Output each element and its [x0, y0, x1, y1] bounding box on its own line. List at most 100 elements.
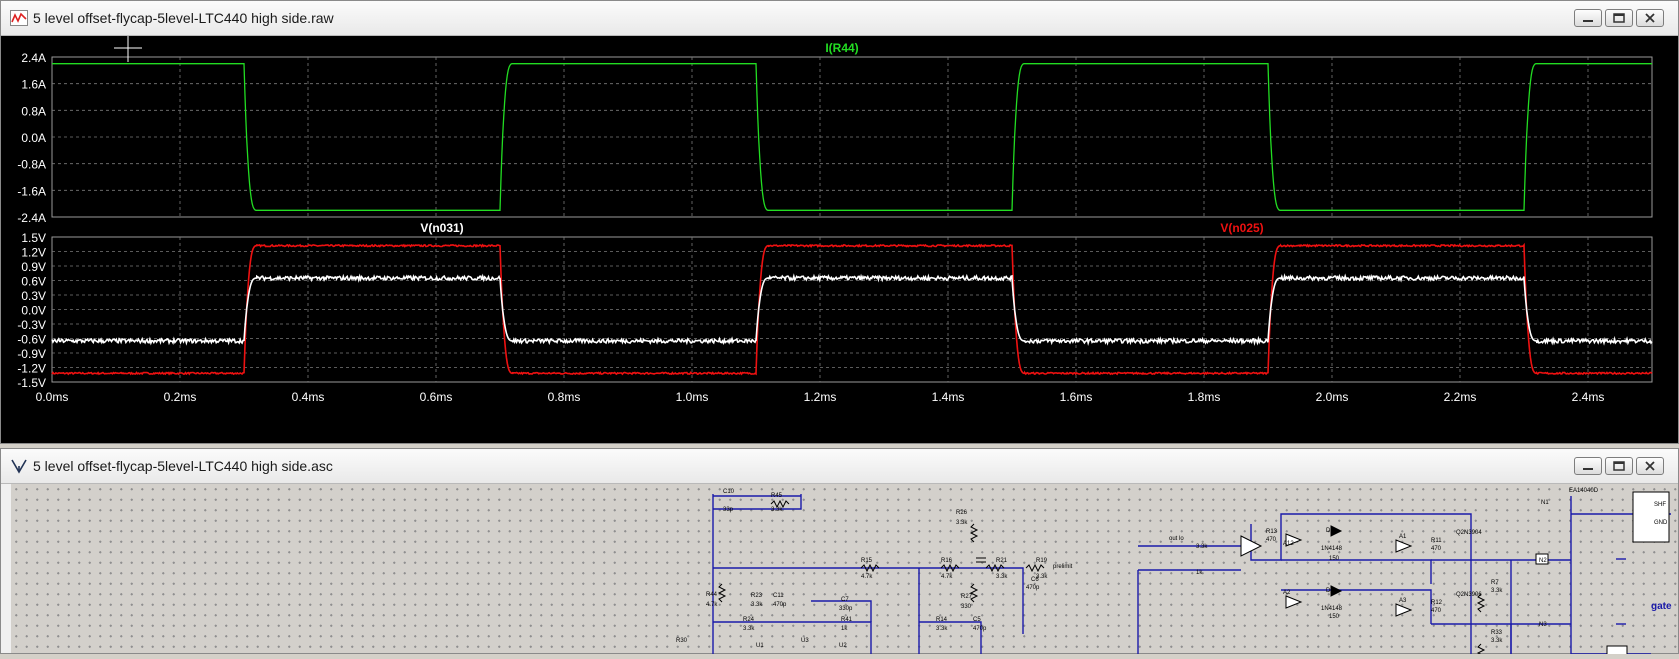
svg-text:R26: R26 [956, 510, 968, 516]
y-tick-label: 0.0A [21, 131, 46, 145]
svg-text:R27: R27 [961, 594, 973, 600]
svg-text:4.7k: 4.7k [861, 574, 873, 580]
svg-text:150: 150 [1329, 556, 1340, 562]
minimize-button[interactable] [1574, 457, 1602, 475]
svg-text:A3: A3 [1399, 598, 1407, 604]
svg-text:SHF: SHF [1654, 502, 1666, 508]
y-tick-label: -1.2V [17, 362, 46, 376]
svg-text:C7: C7 [841, 597, 849, 603]
close-icon [1645, 461, 1655, 471]
series-line-vn031[interactable] [51, 273, 1653, 346]
mouse-cursor-icon [114, 34, 142, 62]
svg-text:1N4148: 1N4148 [1321, 606, 1343, 612]
schematic-drawing[interactable]: C10 33p R45 3.3k R15 4.7k R16 4.7k R26 3… [11, 484, 1678, 659]
series-line-ir44[interactable] [52, 63, 1652, 211]
svg-text:1k: 1k [841, 626, 848, 632]
svg-text:R30: R30 [676, 638, 688, 644]
minimize-button[interactable] [1574, 9, 1602, 27]
x-tick-label: 1.6ms [1060, 390, 1093, 404]
y-tick-label: -2.4A [17, 211, 46, 225]
svg-text:470p: 470p [973, 626, 987, 632]
svg-text:150: 150 [1329, 614, 1340, 620]
trace-label[interactable]: V(n031) [420, 221, 463, 235]
window-title: 5 level offset-flycap-5level-LTC440 high… [33, 10, 334, 26]
svg-text:R23: R23 [751, 593, 763, 599]
restore-icon [1613, 13, 1625, 23]
svg-text:470: 470 [1266, 537, 1277, 543]
svg-text:N1: N1 [1541, 500, 1549, 506]
schematic-window[interactable]: 5 level offset-flycap-5level-LTC440 high… [0, 448, 1679, 659]
y-tick-label: -0.6V [17, 333, 46, 347]
x-tick-label: 1.0ms [676, 390, 709, 404]
component-labels: C10 33p R45 3.3k R15 4.7k R16 4.7k R26 3… [676, 488, 1672, 649]
waveform-window[interactable]: 5 level offset-flycap-5level-LTC440 high… [0, 0, 1679, 444]
trace-label[interactable]: I(R44) [825, 41, 858, 55]
restore-button[interactable] [1605, 9, 1633, 27]
x-tick-label: 1.4ms [932, 390, 965, 404]
svg-text:R11: R11 [1431, 538, 1442, 544]
svg-text:3.3k: 3.3k [771, 507, 783, 513]
svg-text:470p: 470p [1026, 585, 1040, 591]
svg-text:3.3k: 3.3k [743, 626, 755, 632]
svg-text:R24: R24 [743, 617, 755, 623]
svg-text:3.3k: 3.3k [996, 574, 1008, 580]
svg-text:A12: A12 [1283, 541, 1294, 547]
svg-text:GND: GND [1654, 520, 1668, 526]
svg-text:U2: U2 [839, 643, 847, 649]
svg-text:C11: C11 [773, 593, 784, 599]
svg-text:R13: R13 [1266, 529, 1278, 535]
restore-button[interactable] [1605, 457, 1633, 475]
svg-text:1k: 1k [1196, 570, 1203, 576]
svg-text:R44: R44 [706, 592, 718, 598]
svg-text:R16: R16 [941, 558, 953, 564]
schematic-canvas[interactable]: C10 33p R45 3.3k R15 4.7k R16 4.7k R26 3… [11, 484, 1678, 659]
svg-text:3.3k: 3.3k [936, 626, 948, 632]
svg-text:R14: R14 [936, 617, 948, 623]
close-button[interactable] [1636, 9, 1664, 27]
y-tick-label: 2.4A [21, 51, 46, 65]
close-icon [1645, 13, 1655, 23]
svg-text:4.7k: 4.7k [706, 602, 718, 608]
svg-text:A2: A2 [1283, 590, 1291, 596]
waveform-plots[interactable]: 2.4A1.6A0.8A0.0A-0.8A-1.6A-2.4AI(R44)1.5… [1, 34, 1678, 443]
minimize-icon [1583, 20, 1593, 22]
close-button[interactable] [1636, 457, 1664, 475]
svg-text:R33: R33 [1491, 630, 1503, 636]
svg-text:R45: R45 [771, 493, 783, 499]
plot-panel-2[interactable]: 1.5V1.2V0.9V0.6V0.3V0.0V-0.3V-0.6V-0.9V-… [17, 221, 1653, 404]
y-tick-label: -1.5V [17, 376, 46, 390]
x-tick-label: 0.8ms [548, 390, 581, 404]
series-line-vn025[interactable] [51, 242, 1653, 376]
trace-label[interactable]: V(n025) [1220, 221, 1263, 235]
svg-text:3.3k: 3.3k [1491, 638, 1503, 644]
svg-text:330p: 330p [839, 606, 853, 612]
x-tick-label: 0.4ms [292, 390, 325, 404]
svg-text:470: 470 [1431, 546, 1442, 552]
minimize-icon [1583, 468, 1593, 470]
y-tick-label: 1.6A [21, 78, 46, 92]
wires [712, 494, 1671, 659]
svg-text:1N4148: 1N4148 [1321, 546, 1343, 552]
svg-text:D4: D4 [1326, 528, 1334, 534]
y-tick-label: 0.6V [21, 275, 46, 289]
restore-icon [1613, 461, 1625, 471]
x-tick-label: 2.0ms [1316, 390, 1349, 404]
plot-panel-1[interactable]: 2.4A1.6A0.8A0.0A-0.8A-1.6A-2.4AI(R44) [17, 41, 1653, 225]
svg-text:Q2N3906: Q2N3906 [1456, 592, 1482, 598]
y-tick-label: 0.0V [21, 304, 46, 318]
x-tick-label: 1.2ms [804, 390, 837, 404]
svg-text:3.3k: 3.3k [1491, 588, 1503, 594]
waveform-titlebar[interactable]: 5 level offset-flycap-5level-LTC440 high… [1, 1, 1678, 36]
svg-text:out lo: out lo [1169, 536, 1184, 542]
svg-text:3.3k: 3.3k [1196, 544, 1208, 550]
y-tick-label: 1.2V [21, 246, 46, 260]
svg-text:C6: C6 [1031, 577, 1039, 583]
svg-text:C5: C5 [973, 617, 981, 623]
x-tick-label: 2.4ms [1572, 390, 1605, 404]
svg-text:R15: R15 [861, 558, 873, 564]
y-tick-label: 0.8A [21, 104, 46, 118]
svg-text:3.3k: 3.3k [956, 520, 968, 526]
svg-text:R21: R21 [996, 558, 1008, 564]
schematic-titlebar[interactable]: 5 level offset-flycap-5level-LTC440 high… [1, 449, 1678, 484]
